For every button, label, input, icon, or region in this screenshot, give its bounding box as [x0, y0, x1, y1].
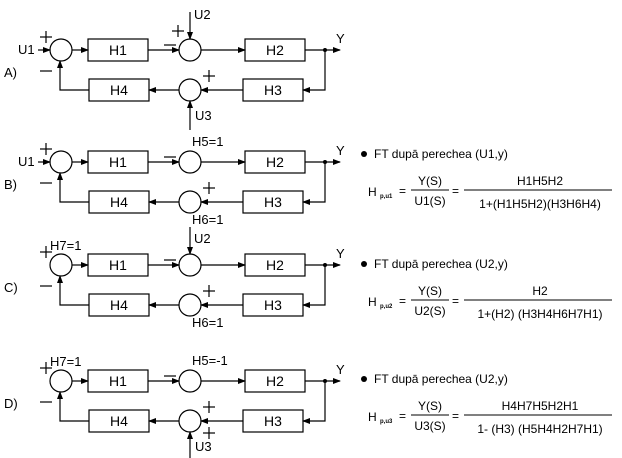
- block-h3-label: H3: [264, 194, 282, 210]
- summing-junction-1: [49, 38, 73, 62]
- block-h1-label: H1: [109, 154, 127, 170]
- block-h3-label: H3: [264, 82, 282, 98]
- formula-title: FT dupā perechea (U2,y): [374, 372, 508, 386]
- gain-label: H7=1: [50, 354, 81, 369]
- feedback-line: [302, 162, 326, 205]
- transfer-denominator: 1+(H1H5H2)(H3H6H4): [479, 197, 601, 211]
- diagram-letter: C): [4, 280, 18, 295]
- summing-junction-3: [178, 190, 202, 214]
- fraction-denominator: U2(S): [414, 304, 445, 318]
- equals-sign: =: [452, 294, 459, 308]
- block-h2-label: H2: [266, 154, 284, 170]
- fraction-numerator: Y(S): [418, 174, 442, 188]
- feedback-line: [57, 60, 89, 91]
- equals-sign: =: [452, 409, 459, 423]
- summing-junction-2: [178, 253, 202, 277]
- summing-junction-2: [178, 369, 202, 393]
- formula-title: FT dupā perechea (U1,y): [374, 147, 508, 161]
- block-h1-label: H1: [109, 42, 127, 58]
- equals-sign: =: [399, 294, 406, 308]
- output-label: Y: [336, 362, 345, 377]
- diagram-letter: B): [4, 177, 17, 192]
- feedback-line: [57, 391, 89, 422]
- block-h3-label: H3: [264, 297, 282, 313]
- block-h1-label: H1: [109, 257, 127, 273]
- transfer-subscript: p,u2: [380, 304, 393, 310]
- summing-junction-3: [178, 409, 202, 433]
- transfer-denominator: 1+(H2) (H3H4H6H7H1): [477, 307, 602, 321]
- feedback-line: [302, 381, 326, 424]
- block-h4-label: H4: [110, 194, 128, 210]
- gain-label: H6=1: [192, 315, 223, 330]
- equals-sign: =: [452, 184, 459, 198]
- diagram-letter: D): [4, 396, 18, 411]
- transfer-symbol: H: [368, 410, 377, 424]
- input-u1-label: U1: [18, 154, 35, 169]
- transfer-subscript: p,u3: [380, 419, 393, 425]
- transfer-symbol: H: [368, 185, 377, 199]
- equals-sign: =: [399, 184, 406, 198]
- input-u3-label: U3: [195, 108, 212, 123]
- output-label: Y: [336, 31, 345, 46]
- output-label: Y: [336, 246, 345, 261]
- feedback-line: [57, 172, 89, 203]
- input-u2-label: U2: [194, 7, 211, 22]
- bullet-icon: [361, 151, 367, 157]
- summing-junction-1: [49, 369, 73, 393]
- transfer-subscript: p,u1: [380, 194, 393, 200]
- gain-label: H7=1: [50, 238, 81, 253]
- fraction-denominator: U3(S): [414, 419, 445, 433]
- transfer-numerator: H2: [532, 284, 548, 298]
- gain-label: H6=1: [192, 212, 223, 227]
- block-h4-label: H4: [110, 82, 128, 98]
- block-h3-label: H3: [264, 413, 282, 429]
- input-u1-label: U1: [18, 42, 35, 57]
- summing-junction-1: [49, 150, 73, 174]
- summing-junction-2: [178, 150, 202, 174]
- feedback-line: [302, 50, 326, 93]
- block-h2-label: H2: [266, 257, 284, 273]
- block-h1-label: H1: [109, 373, 127, 389]
- bullet-icon: [361, 376, 367, 382]
- transfer-symbol: H: [368, 295, 377, 309]
- equals-sign: =: [399, 409, 406, 423]
- feedback-line: [57, 275, 89, 306]
- output-label: Y: [336, 143, 345, 158]
- diagram-letter: A): [4, 65, 17, 80]
- input-u3-label: U3: [195, 439, 212, 454]
- feedback-line: [302, 265, 326, 308]
- summing-junction-2: [178, 38, 202, 62]
- block-h2-label: H2: [266, 42, 284, 58]
- summing-junction-1: [49, 253, 73, 277]
- transfer-denominator: 1- (H3) (H5H4H2H7H1): [477, 422, 602, 436]
- summing-junction-3: [178, 78, 202, 102]
- gain-label: H5=-1: [192, 353, 228, 368]
- input-u2-label: U2: [194, 231, 211, 246]
- transfer-numerator: H4H7H5H2H1: [502, 399, 579, 413]
- formula-title: FT dupā perechea (U2,y): [374, 257, 508, 271]
- block-h4-label: H4: [110, 413, 128, 429]
- fraction-denominator: U1(S): [414, 194, 445, 208]
- fraction-numerator: Y(S): [418, 284, 442, 298]
- gain-label: H5=1: [192, 134, 223, 149]
- fraction-numerator: Y(S): [418, 399, 442, 413]
- bullet-icon: [361, 261, 367, 267]
- block-h4-label: H4: [110, 297, 128, 313]
- block-h2-label: H2: [266, 373, 284, 389]
- summing-junction-3: [178, 293, 202, 317]
- transfer-numerator: H1H5H2: [517, 174, 563, 188]
